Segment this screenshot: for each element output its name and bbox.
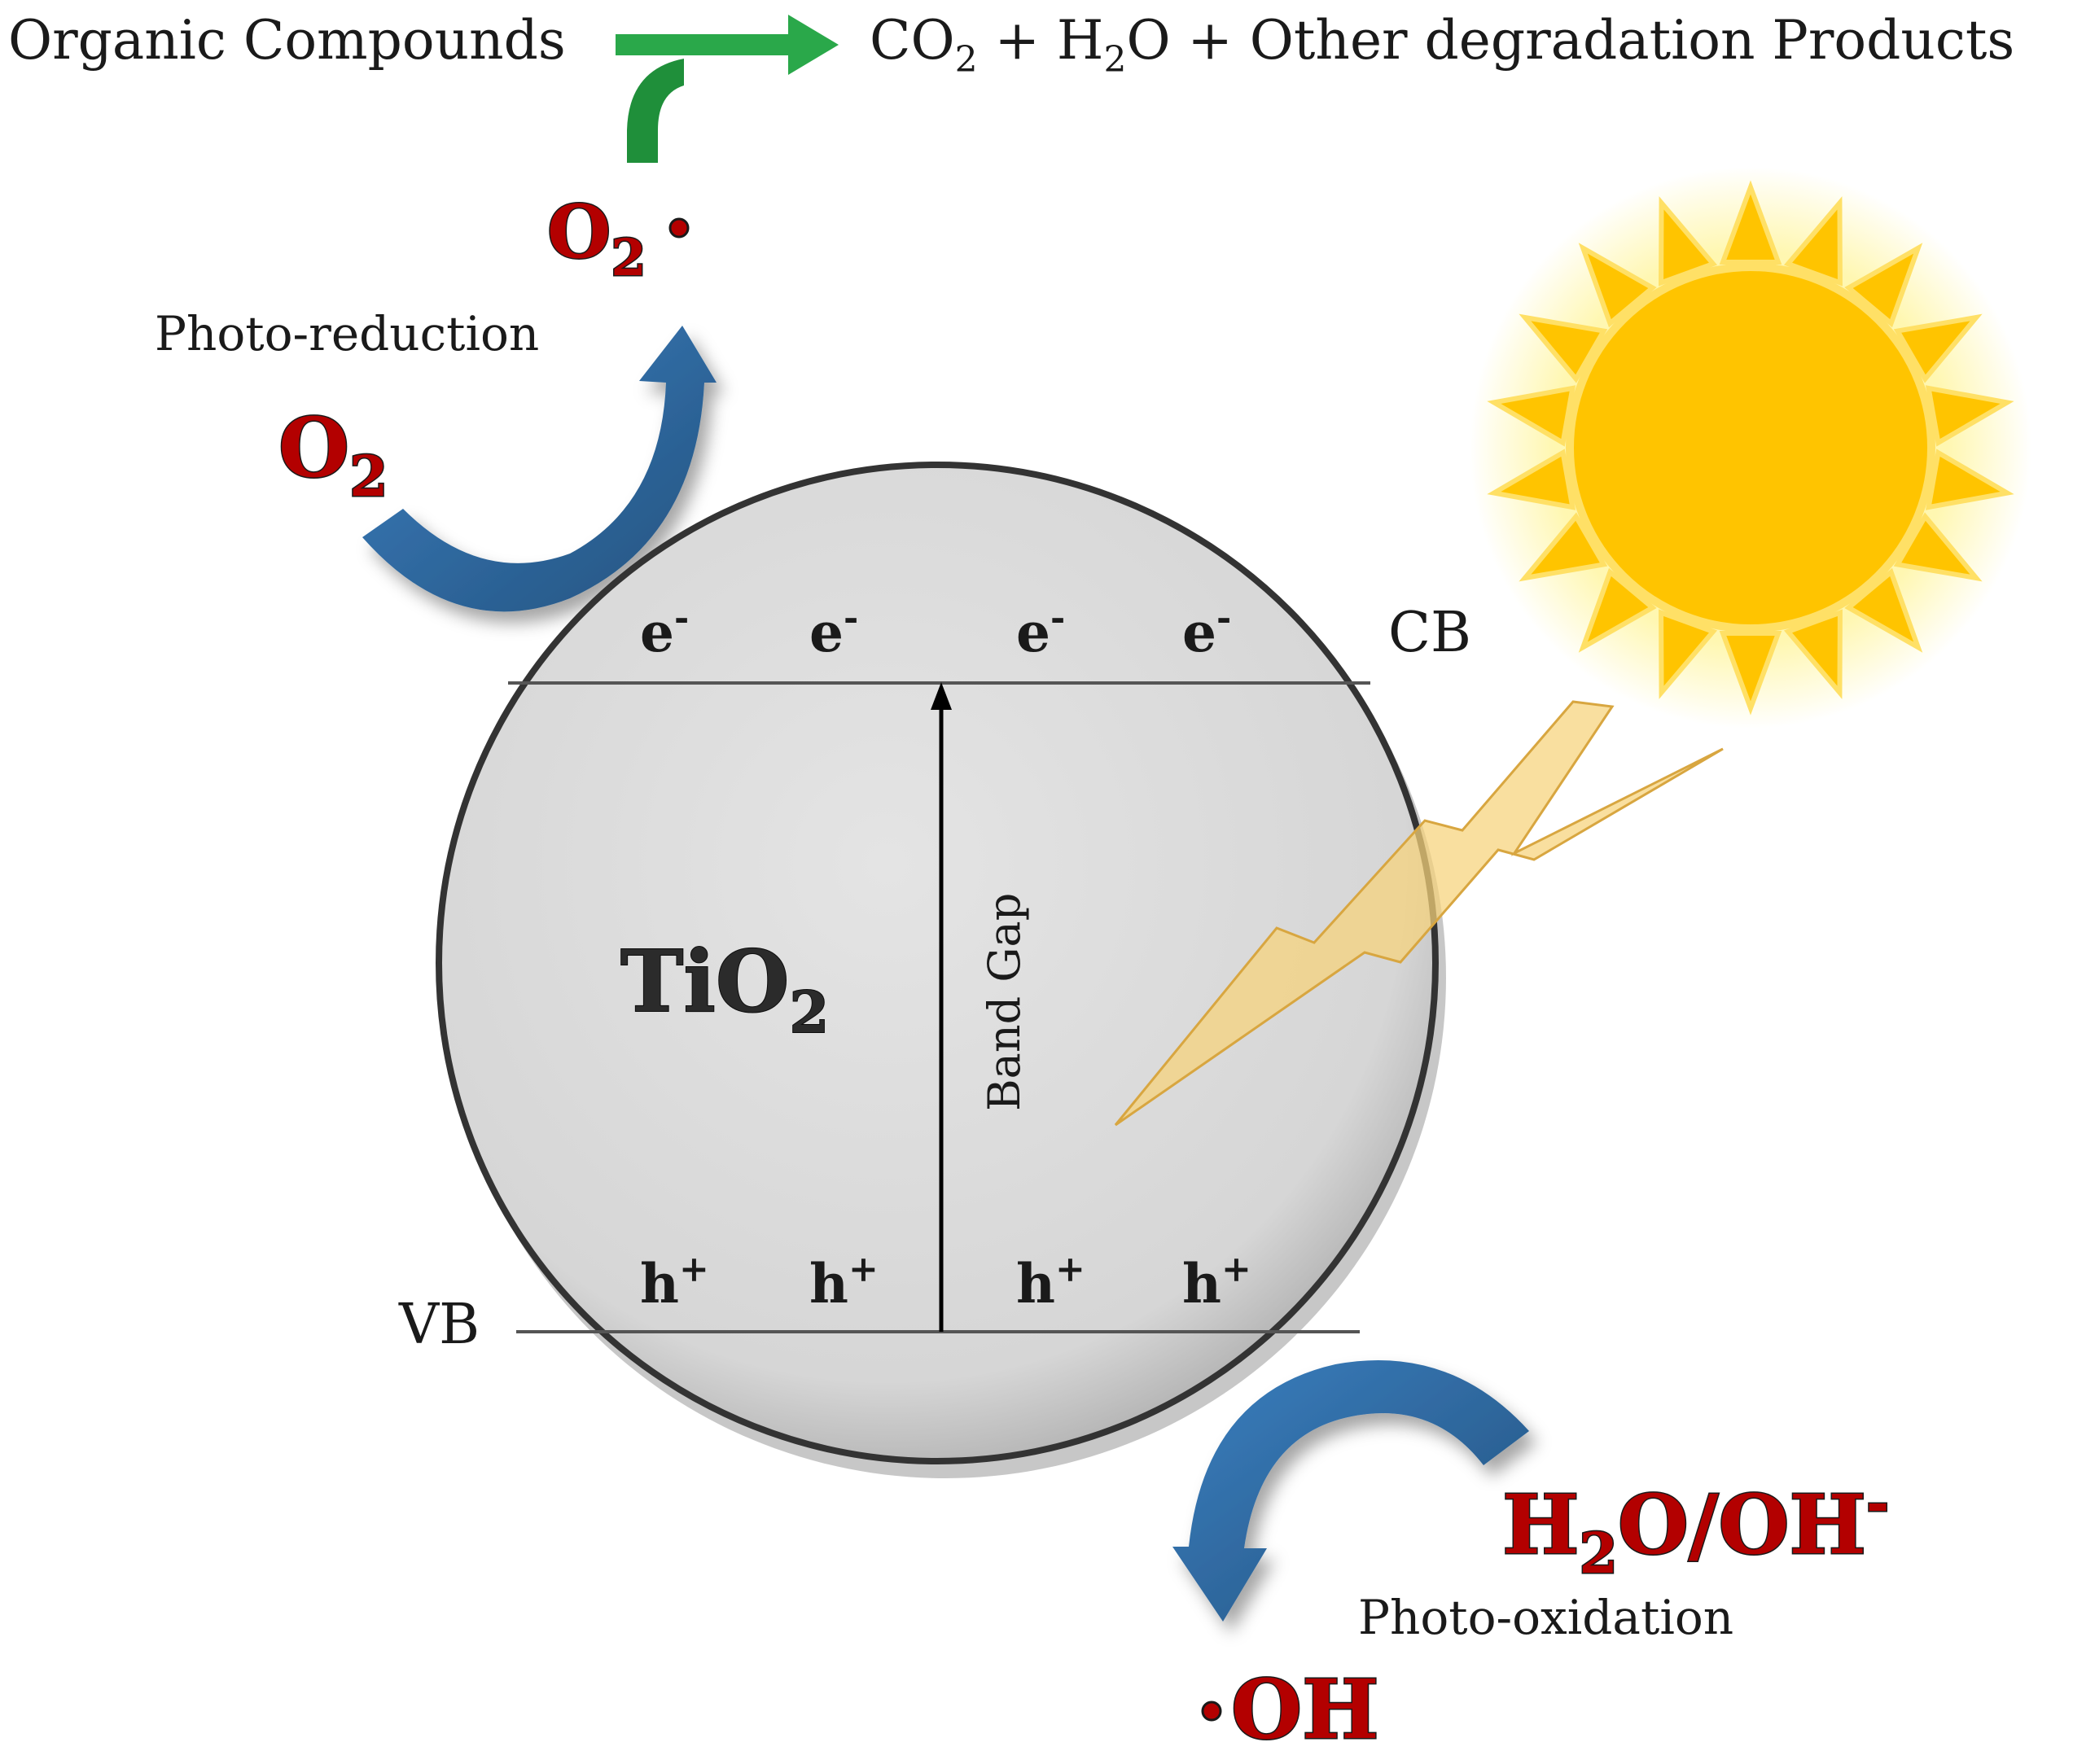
tio2-label: TiO2 (620, 931, 829, 1046)
photo-oxidation-label: Photo-oxidation (1358, 1590, 1733, 1645)
oxygen-label: O2 (278, 400, 388, 510)
sun-icon (1470, 167, 2031, 729)
hole-label: h+ (1182, 1249, 1251, 1315)
cb-label: CB (1388, 601, 1471, 665)
electron-label: e- (640, 597, 689, 664)
hole-label: h+ (640, 1249, 709, 1315)
oxidation-arrow (1172, 1359, 1529, 1622)
tio2-particle: Band Gap e- e- e- e- h+ h+ h+ h+ TiO2 (436, 462, 1446, 1478)
photo-reduction-label: Photo-reduction (155, 306, 539, 361)
hydroxyl-radical-dot (1201, 1701, 1222, 1722)
electron-label: e- (809, 597, 858, 664)
hydroxyl-radical-label: OH (1231, 1661, 1379, 1757)
water-hydroxide-label: H2O/OH- (1502, 1471, 1889, 1587)
band-gap-label: Band Gap (979, 893, 1030, 1111)
green-degradation-arrow (616, 15, 839, 163)
superoxide-radical-label: O2 (547, 189, 646, 287)
lightning-bolt-icon (1114, 700, 1724, 1127)
band-gap-arrow (931, 682, 952, 1332)
electron-label: e- (1182, 597, 1231, 664)
hole-label: h+ (1016, 1249, 1085, 1315)
vb-label: VB (398, 1293, 480, 1357)
reduction-arrow (362, 326, 717, 612)
reactant-label: Organic Compounds (8, 9, 566, 72)
electron-label: e- (1016, 597, 1065, 664)
products-label: CO2 + H2O + Other degradation Products (870, 9, 2014, 81)
hole-label: h+ (809, 1249, 879, 1315)
superoxide-radical-dot (668, 217, 690, 239)
